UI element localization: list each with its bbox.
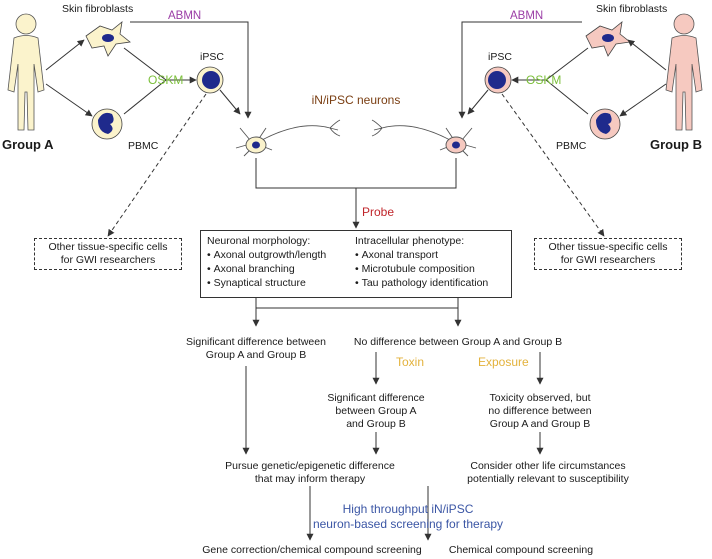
other-cells-a-line2: for GWI researchers	[60, 254, 156, 266]
toxicity-line3: Group A and Group B	[489, 418, 591, 430]
group-a-oskm-label: OSKM	[148, 73, 184, 87]
other-cells-box-a: Other tissue-specific cells for GWI rese…	[34, 238, 182, 270]
phenotype-box: Neuronal morphology: Axonal outgrowth/le…	[200, 230, 512, 298]
probe-label: Probe	[362, 205, 395, 219]
intracellular-item: Axonal transport	[355, 249, 438, 262]
group-b-person-icon	[665, 13, 703, 131]
sig-diff-line2: Group A and Group B	[205, 349, 307, 361]
group-a-person-icon	[7, 13, 45, 131]
group-b-oskm-label: OSKM	[526, 73, 562, 87]
chemical-screening-label: Chemical compound screening	[448, 544, 594, 556]
group-b-fibroblast-icon	[585, 21, 631, 57]
consider-line1: Consider other life circumstances	[470, 460, 626, 472]
toxin-label: Toxin	[396, 355, 425, 369]
group-a-ipsc-icon	[196, 66, 224, 94]
group-b-ipsc-label: iPSC	[488, 51, 512, 63]
intracellular-item: Tau pathology identification	[355, 277, 489, 290]
toxin-sig-line2: between Group A	[335, 405, 417, 417]
high-throughput-line2: neuron-based screening for therapy	[312, 517, 504, 531]
group-b-ipsc-icon	[484, 66, 512, 94]
group-a-pbmc-icon	[91, 108, 123, 140]
toxicity-line2: no difference between	[488, 405, 592, 417]
intracellular-title: Intracellular phenotype:	[355, 235, 465, 247]
intracellular-item: Microtubule composition	[355, 263, 475, 276]
group-a-skin-fibroblasts-label: Skin fibroblasts	[62, 3, 134, 15]
neurons-title: iN/iPSC neurons	[311, 93, 401, 107]
other-cells-a-line1: Other tissue-specific cells	[48, 241, 168, 253]
group-a-abmn-label: ABMN	[168, 10, 202, 22]
no-diff-text: No difference between Group A and Group …	[353, 336, 563, 348]
gene-correction-label: Gene correction/chemical compound screen…	[202, 544, 422, 556]
toxin-sig-line3: and Group B	[346, 418, 406, 430]
consider-line2: potentially relevant to susceptibility	[467, 473, 629, 485]
other-cells-box-b: Other tissue-specific cells for GWI rese…	[534, 238, 682, 270]
group-a-pbmc-label: PBMC	[128, 140, 159, 152]
group-a-ipsc-label: iPSC	[200, 51, 224, 63]
group-b-pbmc-label: PBMC	[556, 140, 587, 152]
sig-diff-line1: Significant difference between	[186, 336, 326, 348]
morphology-item: Synaptical structure	[207, 277, 306, 290]
group-b-label: Group B	[650, 137, 702, 152]
morphology-item: Axonal outgrowth/length	[207, 249, 327, 262]
connector-lines	[45, 21, 667, 541]
other-cells-b-line1: Other tissue-specific cells	[548, 241, 668, 253]
toxicity-line1: Toxicity observed, but	[489, 392, 591, 404]
morphology-title: Neuronal morphology:	[207, 235, 311, 247]
group-b-abmn-label: ABMN	[510, 10, 544, 22]
group-b-skin-fibroblasts-label: Skin fibroblasts	[596, 3, 668, 15]
pursue-line2: that may inform therapy	[254, 473, 366, 485]
neuron-a-icon	[235, 119, 341, 157]
group-b-pbmc-icon	[589, 108, 621, 140]
group-a-label: Group A	[2, 137, 54, 152]
toxin-sig-line1: Significant difference	[327, 392, 425, 404]
neuron-b-icon	[371, 119, 477, 157]
high-throughput-line1: High throughput iN/iPSC	[342, 502, 474, 516]
pursue-line1: Pursue genetic/epigenetic difference	[225, 460, 395, 472]
exposure-label: Exposure	[478, 355, 529, 369]
other-cells-b-line2: for GWI researchers	[560, 254, 656, 266]
morphology-item: Axonal branching	[207, 263, 295, 276]
group-a-fibroblast-icon	[85, 21, 131, 57]
